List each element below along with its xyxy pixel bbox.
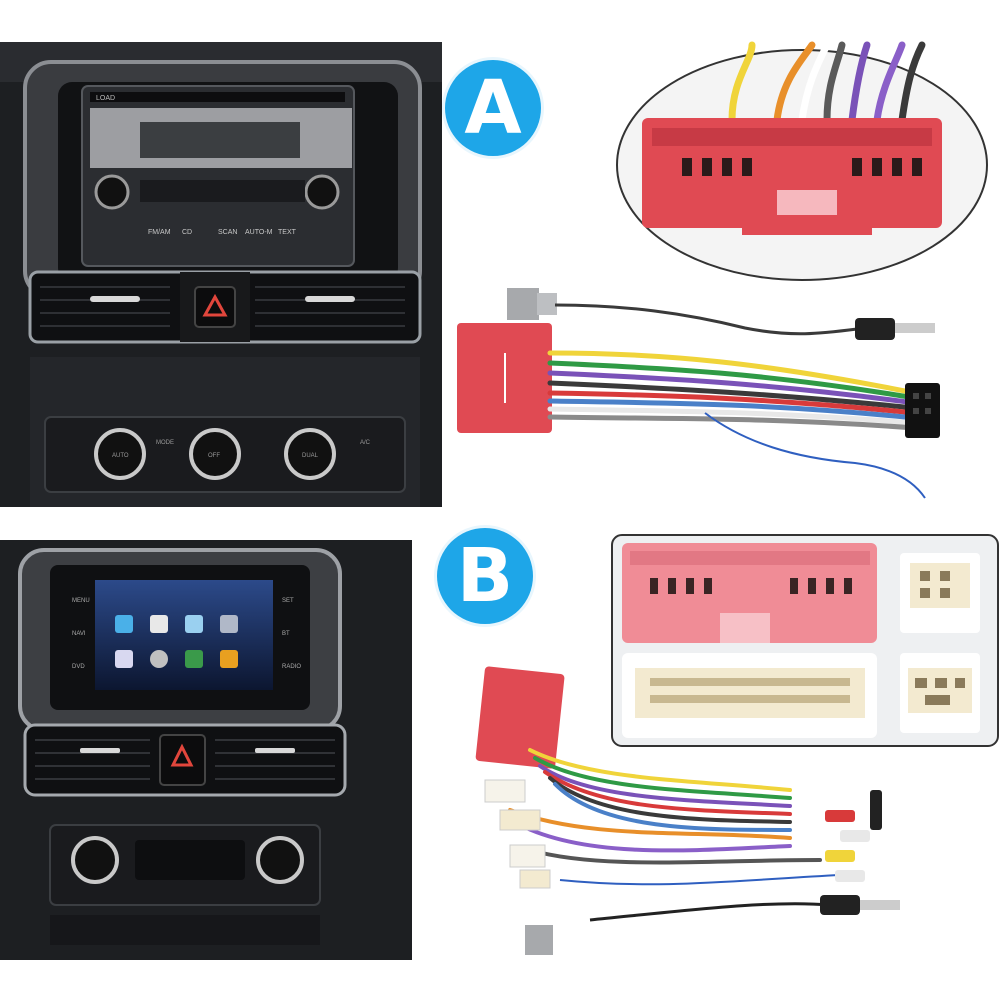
dash-photo-b: MENU NAVI DVD SET BT RADIO: [0, 540, 412, 960]
climate-label-off: OFF: [208, 453, 220, 459]
badge-b: B: [437, 528, 533, 624]
radio-button-auto[interactable]: AUTO-M: [245, 229, 273, 236]
hazard-icon: [202, 293, 228, 317]
radio-button-text[interactable]: TEXT: [278, 229, 297, 236]
badge-a: A: [445, 60, 541, 156]
radio-button-cd[interactable]: CD: [182, 229, 192, 236]
climate-label-dual: DUAL: [302, 453, 319, 459]
radio-button-scan[interactable]: SCAN: [218, 229, 237, 236]
side-key-dvd[interactable]: DVD: [72, 664, 85, 670]
side-key-bt[interactable]: BT: [282, 631, 290, 637]
side-key-radio[interactable]: RADIO: [282, 664, 301, 670]
side-key-set[interactable]: SET: [282, 598, 294, 604]
side-key-menu[interactable]: MENU: [72, 598, 90, 604]
climate-label-mode: MODE: [156, 440, 174, 446]
harness-photo-b: [440, 660, 1000, 1000]
harness-photo-a: [445, 283, 1000, 508]
radio-button-fmam[interactable]: FM/AM: [148, 229, 171, 236]
eject-label: LOAD: [96, 95, 115, 102]
connector-closeup-a: [612, 40, 1000, 290]
dash-photo-a: LOAD FM/AM CD SCAN AUTO-M TEXT: [0, 42, 442, 507]
climate-label-auto: AUTO: [112, 453, 129, 459]
climate-label-ac: A/C: [360, 440, 371, 446]
side-key-navi[interactable]: NAVI: [72, 631, 86, 637]
connector-inset-b: [610, 533, 1000, 748]
hazard-icon-b: [170, 743, 194, 767]
